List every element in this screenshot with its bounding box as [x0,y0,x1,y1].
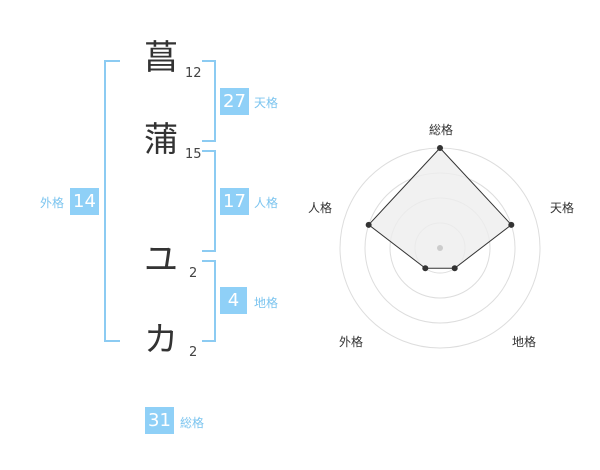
name-char-4: カ [144,320,178,360]
soukaku-value: 31 [145,407,174,434]
radar-label-soukaku: 総格 [428,123,453,137]
radar-label-gaikaku: 外格 [338,335,363,349]
radar-center-dot [437,245,443,251]
name-char-2: 蒲 [144,120,178,160]
tenkaku-label: 天格 [254,96,279,110]
radar-point-2 [508,221,515,228]
name-char-1: 菖 [144,38,178,78]
radar-label-chikaku: 地格 [511,335,536,349]
soukaku-label: 総格 [180,416,205,430]
tenkaku-value: 27 [220,88,249,115]
chikaku-bracket [202,260,216,342]
tenkaku-bracket [202,60,216,142]
jinkaku-label: 人格 [254,196,279,210]
radar-area [367,147,513,269]
stroke-count-4: 2 [189,345,198,360]
radar-point-4 [422,265,429,272]
radar-point-1 [437,145,443,151]
chikaku-label: 地格 [254,296,279,310]
gaikaku-value: 14 [70,188,99,215]
gaikaku-label: 外格 [40,196,65,210]
stroke-count-2: 15 [185,147,202,162]
radar-label-tenkaku: 天格 [549,201,574,215]
radar-point-5 [365,221,372,228]
chikaku-value: 4 [220,287,247,314]
stroke-count-1: 12 [185,66,202,81]
jinkaku-bracket [202,150,216,252]
stroke-count-3: 2 [189,266,198,281]
name-char-3: ユ [144,240,178,280]
jinkaku-value: 17 [220,188,249,215]
radar-point-3 [451,265,458,272]
gaikaku-bracket [104,60,120,342]
radar-label-jinkaku: 人格 [307,201,332,215]
